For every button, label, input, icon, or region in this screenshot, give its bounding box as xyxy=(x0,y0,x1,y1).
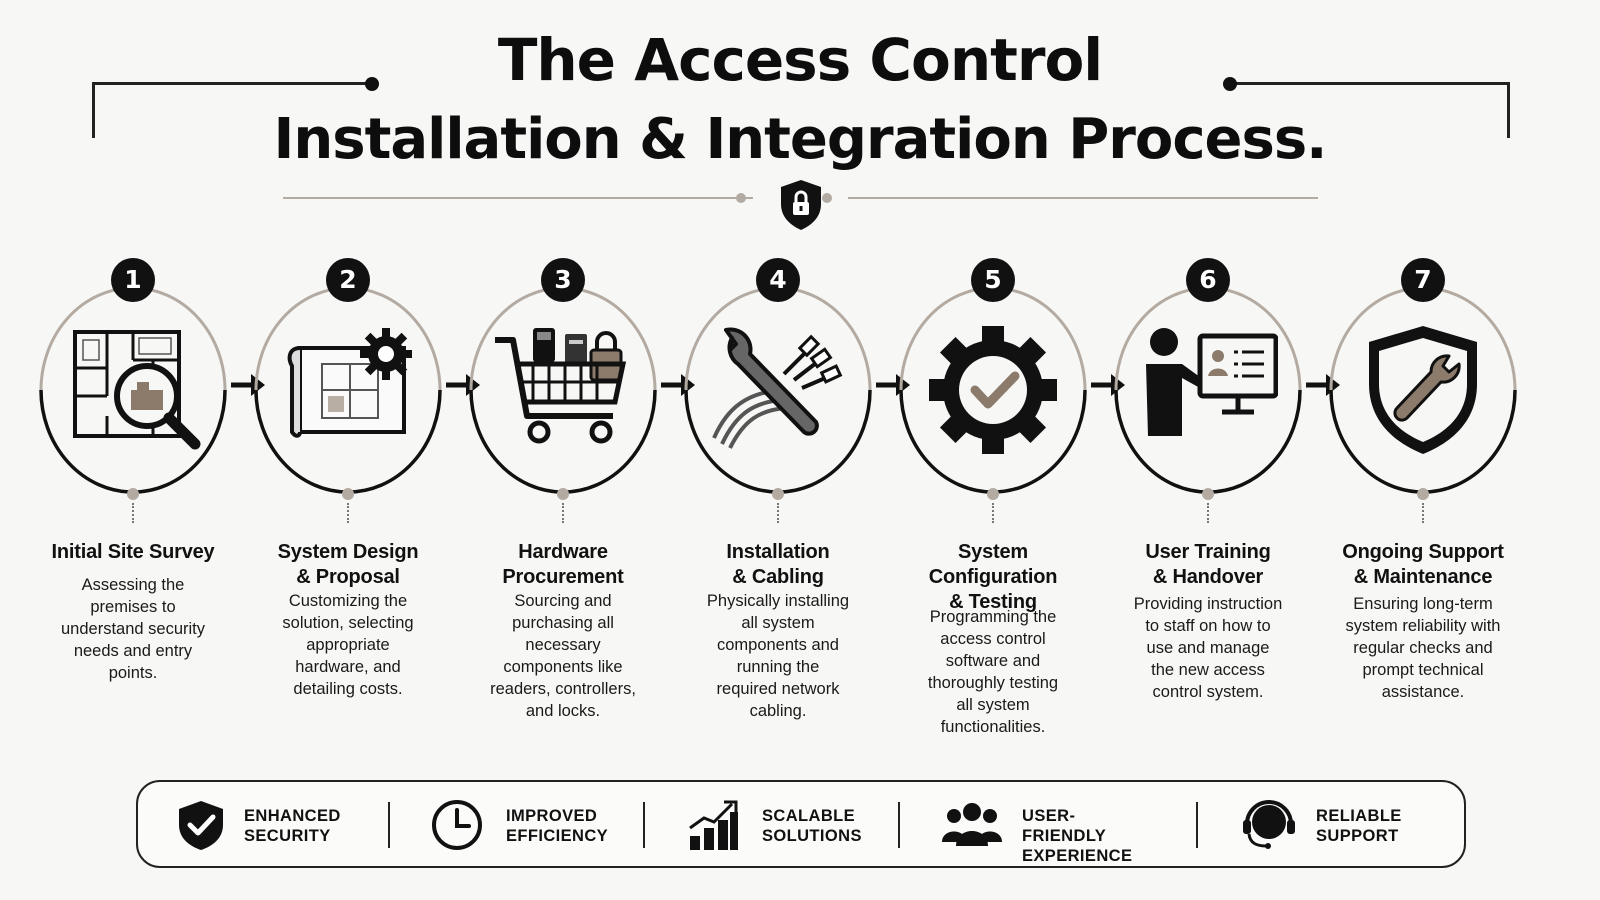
connector-line xyxy=(132,503,134,523)
blueprint-gear-icon xyxy=(287,328,412,438)
title-line-2: Installation & Integration Process. xyxy=(273,107,1328,172)
connector-dot xyxy=(342,488,354,500)
connector-dot xyxy=(127,488,139,500)
connector-dot xyxy=(557,488,569,500)
benefit-separator xyxy=(388,802,390,848)
benefit-label: SCALABLE SOLUTIONS xyxy=(762,807,862,845)
step-description: Assessing the premises to understand sec… xyxy=(61,576,205,682)
connector-dot xyxy=(1417,488,1429,500)
benefit-label: USER-FRIENDLY EXPERIENCE xyxy=(1022,807,1133,865)
connector-line xyxy=(1422,503,1424,523)
shield-check-icon xyxy=(179,801,223,850)
step-description: Sourcing and purchasing all necessary co… xyxy=(490,592,636,720)
gear-check-icon xyxy=(929,326,1057,454)
step-title: Installation & Cabling xyxy=(726,541,830,588)
step-number: 2 xyxy=(326,258,370,302)
step-title: System Design & Proposal xyxy=(277,541,419,588)
growth-chart-icon xyxy=(689,800,738,850)
wrench-cables-icon xyxy=(712,327,843,449)
step-description: Programming the access control software … xyxy=(927,608,1059,736)
title-divider-left xyxy=(283,197,753,199)
step-number: 1 xyxy=(111,258,155,302)
step-6: 6 User Training & Handover Providing ins… xyxy=(1102,255,1314,755)
benefit-label: ENHANCED SECURITY xyxy=(244,807,341,845)
page-title: The Access Control Installation & Integr… xyxy=(0,20,1600,180)
title-divider-right xyxy=(848,197,1318,199)
benefit-separator xyxy=(898,802,900,848)
step-description: Physically installing all system compone… xyxy=(706,592,850,720)
shield-lock-icon xyxy=(781,180,821,230)
step-number: 5 xyxy=(971,258,1015,302)
connector-line xyxy=(992,503,994,523)
step-2: 2 System Design & Proposal Customizing t… xyxy=(242,255,454,755)
step-1: 1 Initial Site Survey Assessing the prem… xyxy=(27,255,239,755)
step-title: Ongoing Support & Maintenance xyxy=(1342,541,1504,588)
users-icon xyxy=(942,803,1002,846)
benefit-separator xyxy=(1196,802,1198,848)
process-steps: 1 Initial Site Survey Assessing the prem… xyxy=(0,255,1600,755)
step-3: 3 Hardware Procurement Sourcing and purc… xyxy=(457,255,669,755)
title-bracket-right xyxy=(1223,77,1510,138)
benefit-label: IMPROVED EFFICIENCY xyxy=(506,807,609,845)
headset-icon xyxy=(1243,800,1295,849)
connector-line xyxy=(562,503,564,523)
divider-dot xyxy=(822,193,832,203)
title-bracket-left xyxy=(92,77,379,138)
step-number: 3 xyxy=(541,258,585,302)
step-number: 6 xyxy=(1186,258,1230,302)
benefit-label: RELIABLE SUPPORT xyxy=(1316,807,1402,845)
divider-dot xyxy=(736,193,746,203)
step-4: 4 Installation & Cabling Physically inst… xyxy=(672,255,884,755)
clock-icon xyxy=(432,800,482,850)
step-description: Customizing the solution, selecting appr… xyxy=(282,592,414,698)
step-number: 7 xyxy=(1401,258,1445,302)
step-title: User Training & Handover xyxy=(1145,541,1271,588)
benefits-bar: ENHANCED SECURITY IMPROVED EFFICIENCY SC… xyxy=(136,780,1466,868)
presenter-monitor-icon xyxy=(1146,328,1278,436)
connector-dot xyxy=(1202,488,1214,500)
connector-line xyxy=(1207,503,1209,523)
step-title: Initial Site Survey xyxy=(51,541,215,563)
benefit-separator xyxy=(643,802,645,848)
step-number: 4 xyxy=(756,258,800,302)
step-description: Ensuring long-term system reliability wi… xyxy=(1345,595,1501,701)
step-title: Hardware Procurement xyxy=(502,541,624,588)
floorplan-magnifier-icon xyxy=(73,330,201,450)
step-5: 5 System Configuration & Testing Program… xyxy=(887,255,1099,755)
shopping-cart-icon xyxy=(495,328,627,444)
connector-dot xyxy=(772,488,784,500)
step-7: 7 Ongoing Support & Maintenance Ensuring… xyxy=(1317,255,1529,755)
title-line-1: The Access Control xyxy=(497,26,1103,94)
step-title: System Configuration & Testing xyxy=(928,541,1058,613)
connector-line xyxy=(347,503,349,523)
connector-dot xyxy=(987,488,999,500)
step-description: Providing instruction to staff on how to… xyxy=(1133,595,1283,701)
connector-line xyxy=(777,503,779,523)
shield-wrench-icon xyxy=(1369,326,1477,454)
